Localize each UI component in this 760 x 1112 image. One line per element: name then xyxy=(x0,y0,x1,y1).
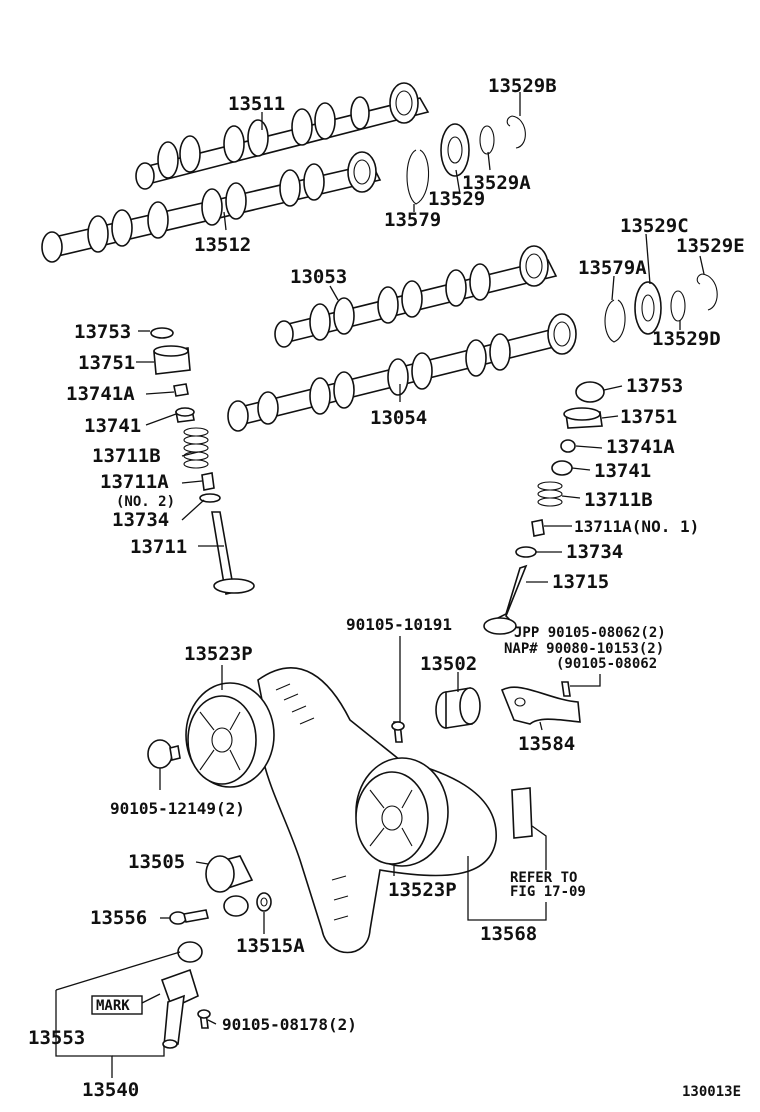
label-13053: 13053 xyxy=(290,266,347,288)
label-left-no2: (NO. 2) xyxy=(116,494,175,510)
bolt-90105-12149 xyxy=(147,739,181,769)
label-13505: 13505 xyxy=(128,851,185,873)
belt-cover-fig17-09 xyxy=(511,787,533,839)
label-right-13751: 13751 xyxy=(620,406,677,428)
label-13523P-bottom: 13523P xyxy=(388,879,457,901)
label-left-13753: 13753 xyxy=(74,321,131,343)
label-left-13741A: 13741A xyxy=(66,383,135,405)
part-labels: 13511 13529B 13529 13529A 13579 13512 13… xyxy=(28,75,745,1101)
label-left-13734: 13734 xyxy=(112,509,169,531)
snap-ring-13529E xyxy=(696,273,718,311)
left-valve-stack xyxy=(150,327,255,595)
label-right-13734: 13734 xyxy=(566,541,623,563)
mark-box xyxy=(91,995,143,1015)
label-90105-10191: 90105-10191 xyxy=(346,615,452,634)
bracket-13584 xyxy=(500,681,581,725)
label-13540: 13540 xyxy=(82,1079,139,1101)
label-13529B: 13529B xyxy=(488,75,557,97)
label-jpp: JPP 90105-08062(2) xyxy=(514,625,666,641)
label-13529E: 13529E xyxy=(676,235,745,257)
label-right-13711A: 13711A(NO. 1) xyxy=(574,517,699,536)
label-13553: 13553 xyxy=(28,1027,85,1049)
label-13529: 13529 xyxy=(428,188,485,210)
label-13568: 13568 xyxy=(480,923,537,945)
gear-13529 xyxy=(440,123,470,177)
diagram-id: 130013E xyxy=(682,1084,741,1100)
snap-ring-13529B xyxy=(506,115,526,149)
label-left-13711B: 13711B xyxy=(92,445,161,467)
label-13579: 13579 xyxy=(384,209,441,231)
label-right-13753: 13753 xyxy=(626,375,683,397)
label-13529D: 13529D xyxy=(652,328,721,350)
label-alt: (90105-08062 xyxy=(556,656,657,672)
label-90105-08178: 90105-08178(2) xyxy=(222,1015,357,1034)
snap-ring-13579 xyxy=(406,149,430,205)
label-nap: NAP# 90080-10153(2) xyxy=(504,641,664,657)
label-13579A: 13579A xyxy=(578,257,647,279)
label-mark: MARK xyxy=(96,998,130,1014)
right-valve-stack xyxy=(483,381,605,635)
ring-13529A xyxy=(479,125,495,155)
label-13556: 13556 xyxy=(90,907,147,929)
label-13715: 13715 xyxy=(552,571,609,593)
label-left-13741: 13741 xyxy=(84,415,141,437)
gear-13529C xyxy=(634,281,662,335)
label-left-13711A: 13711A xyxy=(100,471,169,493)
label-right-13741: 13741 xyxy=(594,460,651,482)
label-13515A: 13515A xyxy=(236,935,305,957)
camshaft-13054 xyxy=(227,313,577,432)
camshaft-13511 xyxy=(135,82,430,190)
camshaft-pulley-13523P-top xyxy=(185,682,275,788)
label-13502: 13502 xyxy=(420,653,477,675)
label-13054: 13054 xyxy=(370,407,427,429)
label-13584: 13584 xyxy=(518,733,575,755)
belt-idler-13505 xyxy=(205,855,254,917)
label-13529C: 13529C xyxy=(620,215,689,237)
ring-13529D xyxy=(670,290,686,322)
bush-13502 xyxy=(435,687,481,729)
label-refer-to: REFER TO xyxy=(510,870,577,886)
label-90105-12149: 90105-12149(2) xyxy=(110,799,245,818)
label-13512: 13512 xyxy=(194,234,251,256)
camshaft-pulley-13523P-bottom xyxy=(355,757,449,867)
camshaft-13053 xyxy=(274,245,558,348)
label-13711: 13711 xyxy=(130,536,187,558)
label-13523P-top: 13523P xyxy=(184,643,253,665)
label-13529A: 13529A xyxy=(462,172,531,194)
snap-ring-13579A xyxy=(604,299,626,343)
label-right-13711B: 13711B xyxy=(584,489,653,511)
collar-13515A xyxy=(256,892,272,912)
bolt-90105-10191 xyxy=(391,721,405,743)
label-right-13741A: 13741A xyxy=(606,436,675,458)
label-13511: 13511 xyxy=(228,93,285,115)
camshaft-13512 xyxy=(41,151,382,263)
label-left-13751: 13751 xyxy=(78,352,135,374)
tensioner-13553 xyxy=(160,941,211,1049)
leader-lines xyxy=(55,92,705,1078)
bolt-13556 xyxy=(169,909,209,925)
label-fig-17-09: FIG 17-09 xyxy=(510,884,586,900)
